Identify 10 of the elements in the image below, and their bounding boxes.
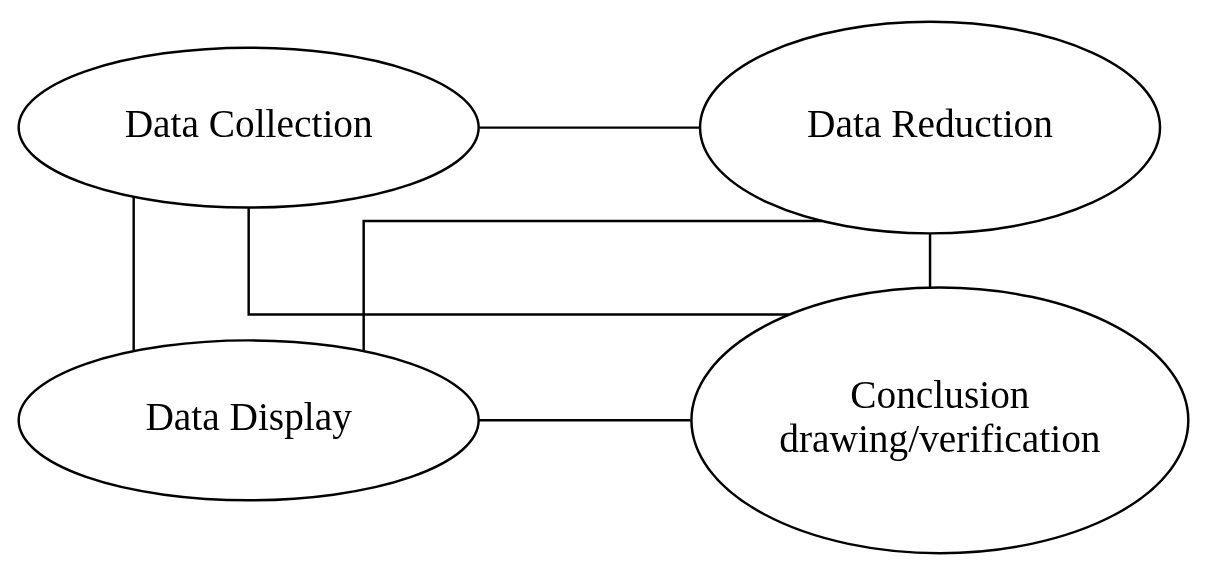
connector: [132, 197, 135, 351]
node-ellipse: Data Reduction: [698, 20, 1162, 235]
node-ellipse: Data Collection: [17, 46, 480, 209]
connector: [478, 419, 691, 422]
connector: [247, 207, 790, 316]
node-ellipse: Data Display: [17, 339, 480, 502]
connector: [479, 126, 700, 129]
node-ellipse: Conclusion drawing/verification: [690, 286, 1190, 555]
connector: [362, 219, 823, 351]
connector: [928, 234, 932, 288]
